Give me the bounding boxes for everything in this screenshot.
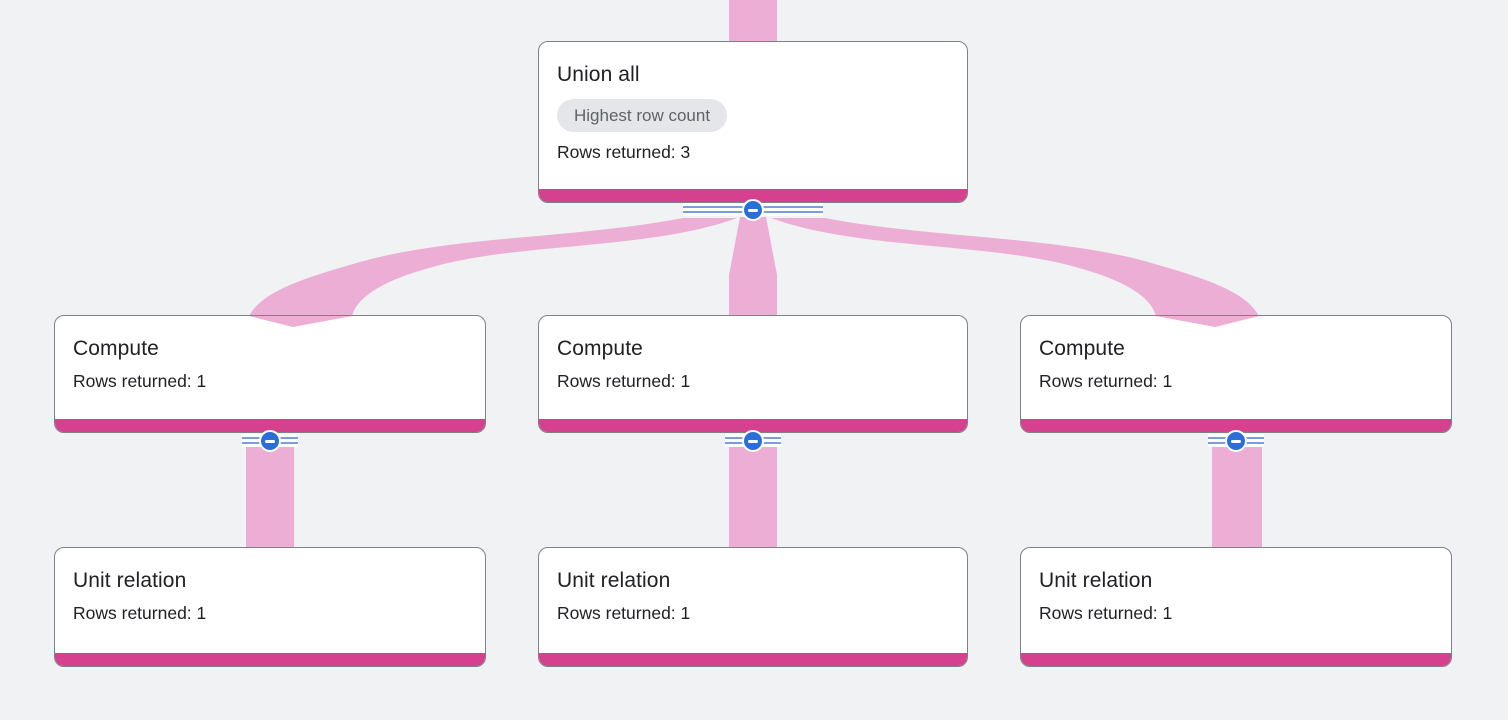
- collapse-button-compute-right[interactable]: [1225, 430, 1247, 452]
- minus-icon: [265, 439, 275, 443]
- rows-returned-value: 1: [196, 603, 207, 623]
- rows-returned-stat: Rows returned: 1: [1039, 602, 1433, 624]
- node-accent-bar: [539, 419, 967, 432]
- collapse-button-compute-middle[interactable]: [742, 430, 764, 452]
- node-unit-relation-right[interactable]: Unit relation Rows returned: 1: [1020, 547, 1452, 667]
- node-title: Unit relation: [1039, 569, 1153, 592]
- node-union-all[interactable]: Union all Highest row count Rows returne…: [538, 41, 968, 203]
- node-accent-bar: [539, 189, 967, 202]
- rows-returned-stat: Rows returned: 1: [557, 602, 949, 624]
- node-accent-bar: [1021, 419, 1451, 432]
- edge-union-to-compute-middle: [729, 217, 777, 316]
- rows-returned-label: Rows returned:: [557, 603, 676, 623]
- node-compute-right[interactable]: Compute Rows returned: 1: [1020, 315, 1452, 433]
- edge-compute-middle-to-unit-middle: [729, 447, 777, 548]
- rows-returned-label: Rows returned:: [1039, 603, 1158, 623]
- node-title: Unit relation: [557, 569, 671, 592]
- rows-returned-stat: Rows returned: 1: [557, 370, 949, 392]
- rows-returned-label: Rows returned:: [73, 603, 192, 623]
- rows-returned-label: Rows returned:: [557, 371, 676, 391]
- rows-returned-stat: Rows returned: 1: [1039, 370, 1433, 392]
- rows-returned-value: 1: [680, 603, 691, 623]
- rows-returned-value: 1: [196, 371, 207, 391]
- rows-returned-value: 1: [680, 371, 691, 391]
- node-title: Compute: [557, 337, 643, 360]
- edge-union-to-compute-left: [249, 218, 737, 327]
- node-title: Unit relation: [73, 569, 187, 592]
- rows-returned-stat: Rows returned: 3: [557, 141, 949, 163]
- rows-returned-value: 1: [1162, 603, 1173, 623]
- collapse-button-compute-left[interactable]: [259, 430, 281, 452]
- edge-compute-right-to-unit-right: [1212, 447, 1262, 548]
- node-accent-bar: [1021, 653, 1451, 666]
- minus-icon: [748, 208, 758, 212]
- collapse-button-union-all[interactable]: [742, 199, 764, 221]
- node-accent-bar: [55, 653, 485, 666]
- rows-returned-value: 3: [680, 142, 691, 162]
- rows-returned-label: Rows returned:: [557, 142, 676, 162]
- rows-returned-label: Rows returned:: [73, 371, 192, 391]
- node-accent-bar: [55, 419, 485, 432]
- edge-parent-to-union-all: [729, 0, 777, 42]
- edge-compute-left-to-unit-left: [246, 447, 294, 548]
- node-title: Compute: [73, 337, 159, 360]
- node-title: Compute: [1039, 337, 1125, 360]
- rows-returned-stat: Rows returned: 1: [73, 370, 467, 392]
- rows-returned-label: Rows returned:: [1039, 371, 1158, 391]
- minus-icon: [1231, 439, 1241, 443]
- node-compute-middle[interactable]: Compute Rows returned: 1: [538, 315, 968, 433]
- minus-icon: [748, 439, 758, 443]
- node-compute-left[interactable]: Compute Rows returned: 1: [54, 315, 486, 433]
- node-unit-relation-left[interactable]: Unit relation Rows returned: 1: [54, 547, 486, 667]
- node-unit-relation-middle[interactable]: Unit relation Rows returned: 1: [538, 547, 968, 667]
- edge-union-to-compute-right: [771, 218, 1259, 327]
- node-accent-bar: [539, 653, 967, 666]
- rows-returned-value: 1: [1162, 371, 1173, 391]
- node-title: Union all: [557, 63, 640, 86]
- rows-returned-stat: Rows returned: 1: [73, 602, 467, 624]
- highest-row-count-badge: Highest row count: [557, 99, 728, 132]
